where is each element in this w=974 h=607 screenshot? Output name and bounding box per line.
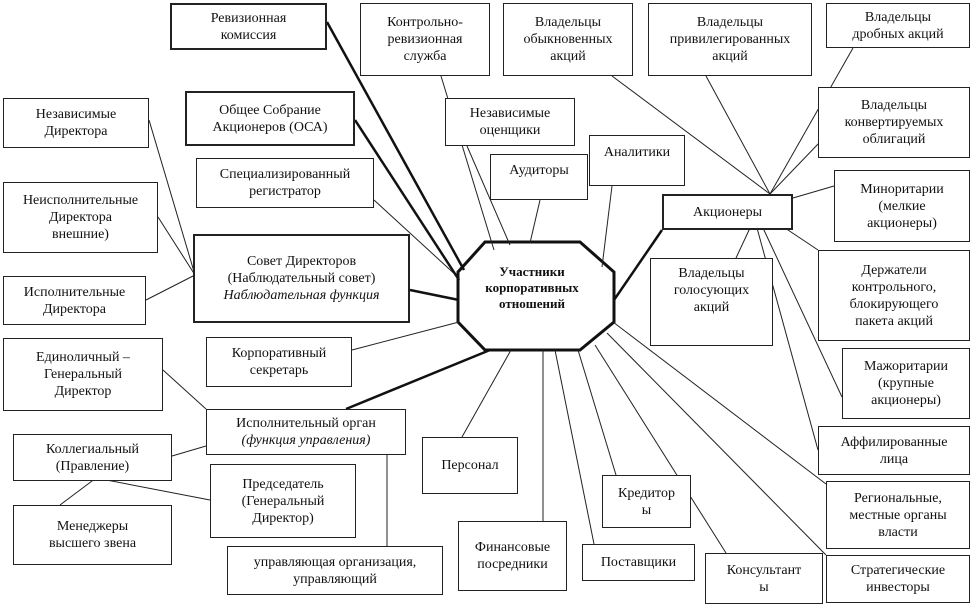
- affilirovannye-litsa-box: Аффилированные лица: [818, 426, 970, 475]
- analitiki-box: Аналитики: [589, 135, 685, 186]
- revizionnaya-komissiya-box: Ревизионная комиссия: [170, 3, 327, 50]
- line-menedzhery: [59, 477, 97, 506]
- kontrolno-revizionnaya-sluzhba-box: Контрольно- ревизионная служба: [360, 3, 490, 76]
- kollegialny-pravlenie-box: Коллегиальный (Правление): [13, 434, 172, 481]
- line-sekretar: [351, 321, 460, 351]
- line-regionalnye: [612, 321, 827, 485]
- line-minoritarii: [792, 185, 835, 199]
- line-predsedatel: [95, 477, 211, 501]
- personal-box: Персонал: [422, 437, 518, 494]
- nezavisimye-direktora-box: Независимые Директора: [3, 98, 149, 148]
- minoritarii-box: Миноритарии (мелкие акционеры): [834, 170, 970, 242]
- neispolnitelnye-direktora-box: Неисполнительные Директора внешние): [3, 182, 158, 253]
- osa-box: Общее Собрание Акционеров (ОСА): [185, 91, 355, 146]
- line-isp-organ: [345, 348, 491, 411]
- predsedatel-box: Председатель (Генеральный Директор): [210, 464, 356, 538]
- ispolnitelny-organ-function: (функция управления): [241, 433, 371, 448]
- line-ispoln-direktora: [145, 274, 196, 301]
- derzhateli-paketa-box: Держатели контрольного, блокирующего пак…: [818, 250, 970, 341]
- line-postavshchiki: [554, 349, 595, 545]
- konsultanty-box: Консультант ы: [705, 553, 823, 604]
- line-obyknovennye: [611, 75, 771, 195]
- line-revizionnaya: [325, 21, 466, 271]
- ispolnitelny-organ-box: Исполнительный орган (функция управления…: [206, 409, 406, 455]
- ispolnitelny-organ-title: Исполнительный орган: [236, 416, 376, 431]
- line-kreditory: [577, 349, 617, 476]
- spec-registrator-box: Специализированный регистратор: [196, 158, 374, 208]
- center-label: Участники корпоративных отношений: [485, 264, 579, 311]
- postavshchiki-box: Поставщики: [582, 544, 695, 581]
- line-mazhoritarii: [762, 227, 843, 398]
- line-analitiki: [601, 185, 613, 268]
- line-sovet: [409, 288, 460, 302]
- vladeltsy-konvertiruemyh-box: Владельцы конвертируемых облигаций: [818, 87, 970, 158]
- kreditory-box: Кредитор ы: [602, 475, 691, 528]
- upravlyayushchaya-organizatsiya-box: управляющая организация, управляющий: [227, 546, 443, 595]
- line-aktsionery: [612, 229, 664, 301]
- line-personal: [461, 349, 512, 438]
- ispolnitelnye-direktora-box: Исполнительные Директора: [3, 276, 146, 325]
- center-octagon: [456, 240, 616, 352]
- line-kollegialny: [171, 445, 207, 457]
- sovet-direktorov-function: Наблюдательная функция: [223, 288, 380, 303]
- nezavisimye-ocenshchiki-box: Независимые оценщики: [445, 98, 575, 146]
- line-derzhateli: [784, 227, 819, 251]
- regionalnye-organy-box: Региональные, местные органы власти: [826, 481, 970, 549]
- vladeltsy-drobnyh-box: Владельцы дробных акций: [826, 3, 970, 48]
- edinolichny-direktor-box: Единоличный – Генеральный Директор: [3, 338, 163, 411]
- line-strategicheskie: [606, 332, 827, 556]
- line-edinolichny: [162, 369, 207, 410]
- sovet-direktorov-box: Совет Директоров (Наблюдательный совет) …: [193, 234, 410, 323]
- auditory-box: Аудиторы: [490, 154, 588, 200]
- line-golosuyushchie: [735, 227, 751, 259]
- line-privilegirovannye: [705, 75, 771, 195]
- menedzhery-box: Менеджеры высшего звена: [13, 505, 172, 565]
- sovet-direktorov-title: Совет Директоров (Наблюдательный совет): [227, 254, 376, 286]
- line-drobnye: [769, 47, 854, 195]
- vladeltsy-golosuyushchih-box: Владельцы голосующих акций: [650, 258, 773, 346]
- strategicheskie-investory-box: Стратегические инвесторы: [826, 555, 970, 603]
- mazhoritarii-box: Мажоритарии (крупные акционеры): [842, 348, 970, 419]
- korporativny-sekretar-box: Корпоративный секретарь: [206, 337, 352, 387]
- vladeltsy-obyknovennyh-box: Владельцы обыкновенных акций: [503, 3, 633, 76]
- line-registrator: [373, 199, 460, 279]
- finansovye-posredniki-box: Финансовые посредники: [458, 521, 567, 591]
- line-ocenshchiki: [466, 145, 511, 246]
- vladeltsy-privilegirovannyh-box: Владельцы привилегированных акций: [648, 3, 812, 76]
- line-konsultanty: [594, 344, 727, 554]
- line-neispolnitelnye: [157, 216, 196, 276]
- line-osa: [353, 119, 461, 281]
- line-nezav-direktora: [148, 119, 196, 276]
- line-auditory: [529, 199, 541, 244]
- line-konvertiruemye: [769, 141, 821, 195]
- aktsionery-box: Акционеры: [662, 194, 793, 230]
